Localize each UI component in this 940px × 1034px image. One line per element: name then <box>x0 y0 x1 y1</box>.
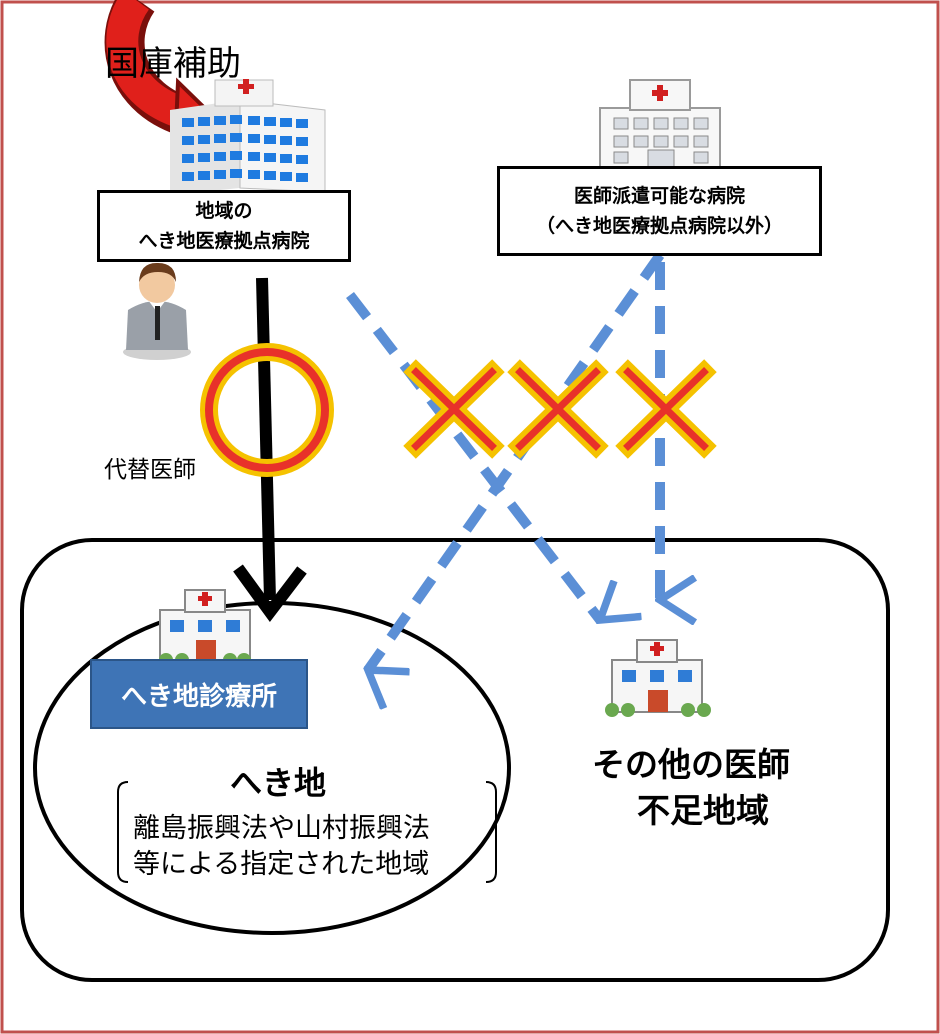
not-allowed-cross-mark-1 <box>403 359 505 459</box>
not-allowed-cross-mark-3 <box>615 359 717 459</box>
substitute-doctor-arrow <box>256 277 276 601</box>
remote-area-title: へき地 <box>230 764 327 802</box>
dashed-arrow-hub-to-other-area <box>346 291 600 620</box>
description-right-bracket <box>485 781 497 883</box>
dashed-arrow-other-to-remote-area <box>368 252 665 670</box>
hub-hospital-label-line1: 地域の <box>195 200 253 222</box>
other-area-label-line1: その他の医師 <box>592 745 790 784</box>
hub-hospital-label-line2: へき地医療拠点病院 <box>138 230 310 252</box>
subsidy-arrow <box>106 0 192 130</box>
other-hospital-label-line1: 医師派遣可能な病院 <box>573 185 745 207</box>
remote-area-desc-line1: 離島振興法や山村振興法 <box>133 813 430 844</box>
doctor-person-icon <box>123 262 191 360</box>
remote-area-desc-line2: 等による指定された地域 <box>133 849 430 880</box>
hub-hospital-icon <box>170 79 326 195</box>
hub-hospital-label-box: 地域の へき地医療拠点病院 <box>97 190 351 262</box>
not-allowed-cross-mark-2 <box>507 359 609 459</box>
other-area-clinic-building-icon <box>605 639 711 717</box>
other-hospital-label-line2: （へき地医療拠点病院以外） <box>535 215 783 237</box>
description-left-bracket <box>117 781 129 883</box>
substitute-doctor-arrowhead <box>233 564 307 623</box>
remote-clinic-label: へき地診療所 <box>120 681 277 712</box>
allowed-circle-mark <box>200 343 334 477</box>
region-outline <box>20 538 890 982</box>
other-hospital-label-box: 医師派遣可能な病院 （へき地医療拠点病院以外） <box>497 166 822 256</box>
other-area-label-line2: 不足地域 <box>637 791 769 830</box>
subsidy-label: 国庫補助 <box>105 44 241 84</box>
remote-clinic-building-icon <box>159 589 251 667</box>
remote-clinic-label-box: へき地診療所 <box>90 659 308 729</box>
other-hospital-icon <box>599 79 721 169</box>
substitute-doctor-label: 代替医師 <box>104 457 196 483</box>
